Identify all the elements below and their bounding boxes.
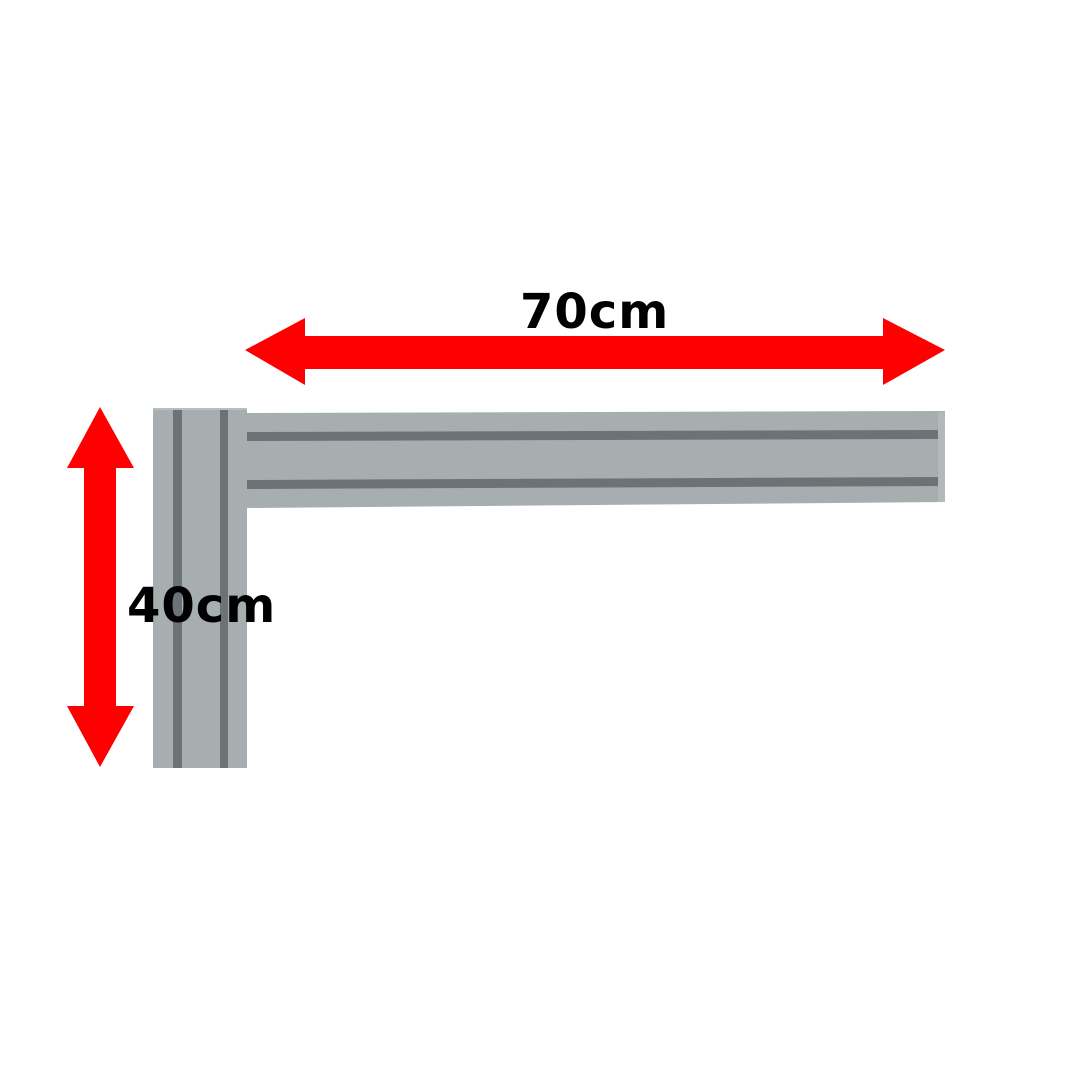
horizontal-profile-bar: [247, 411, 945, 508]
height-arrow: [67, 407, 134, 767]
vertical-profile-bar: [153, 408, 247, 768]
width-arrow: [245, 318, 945, 385]
height-dimension-label: 40cm: [127, 578, 277, 634]
width-dimension-label: 70cm: [520, 284, 670, 340]
